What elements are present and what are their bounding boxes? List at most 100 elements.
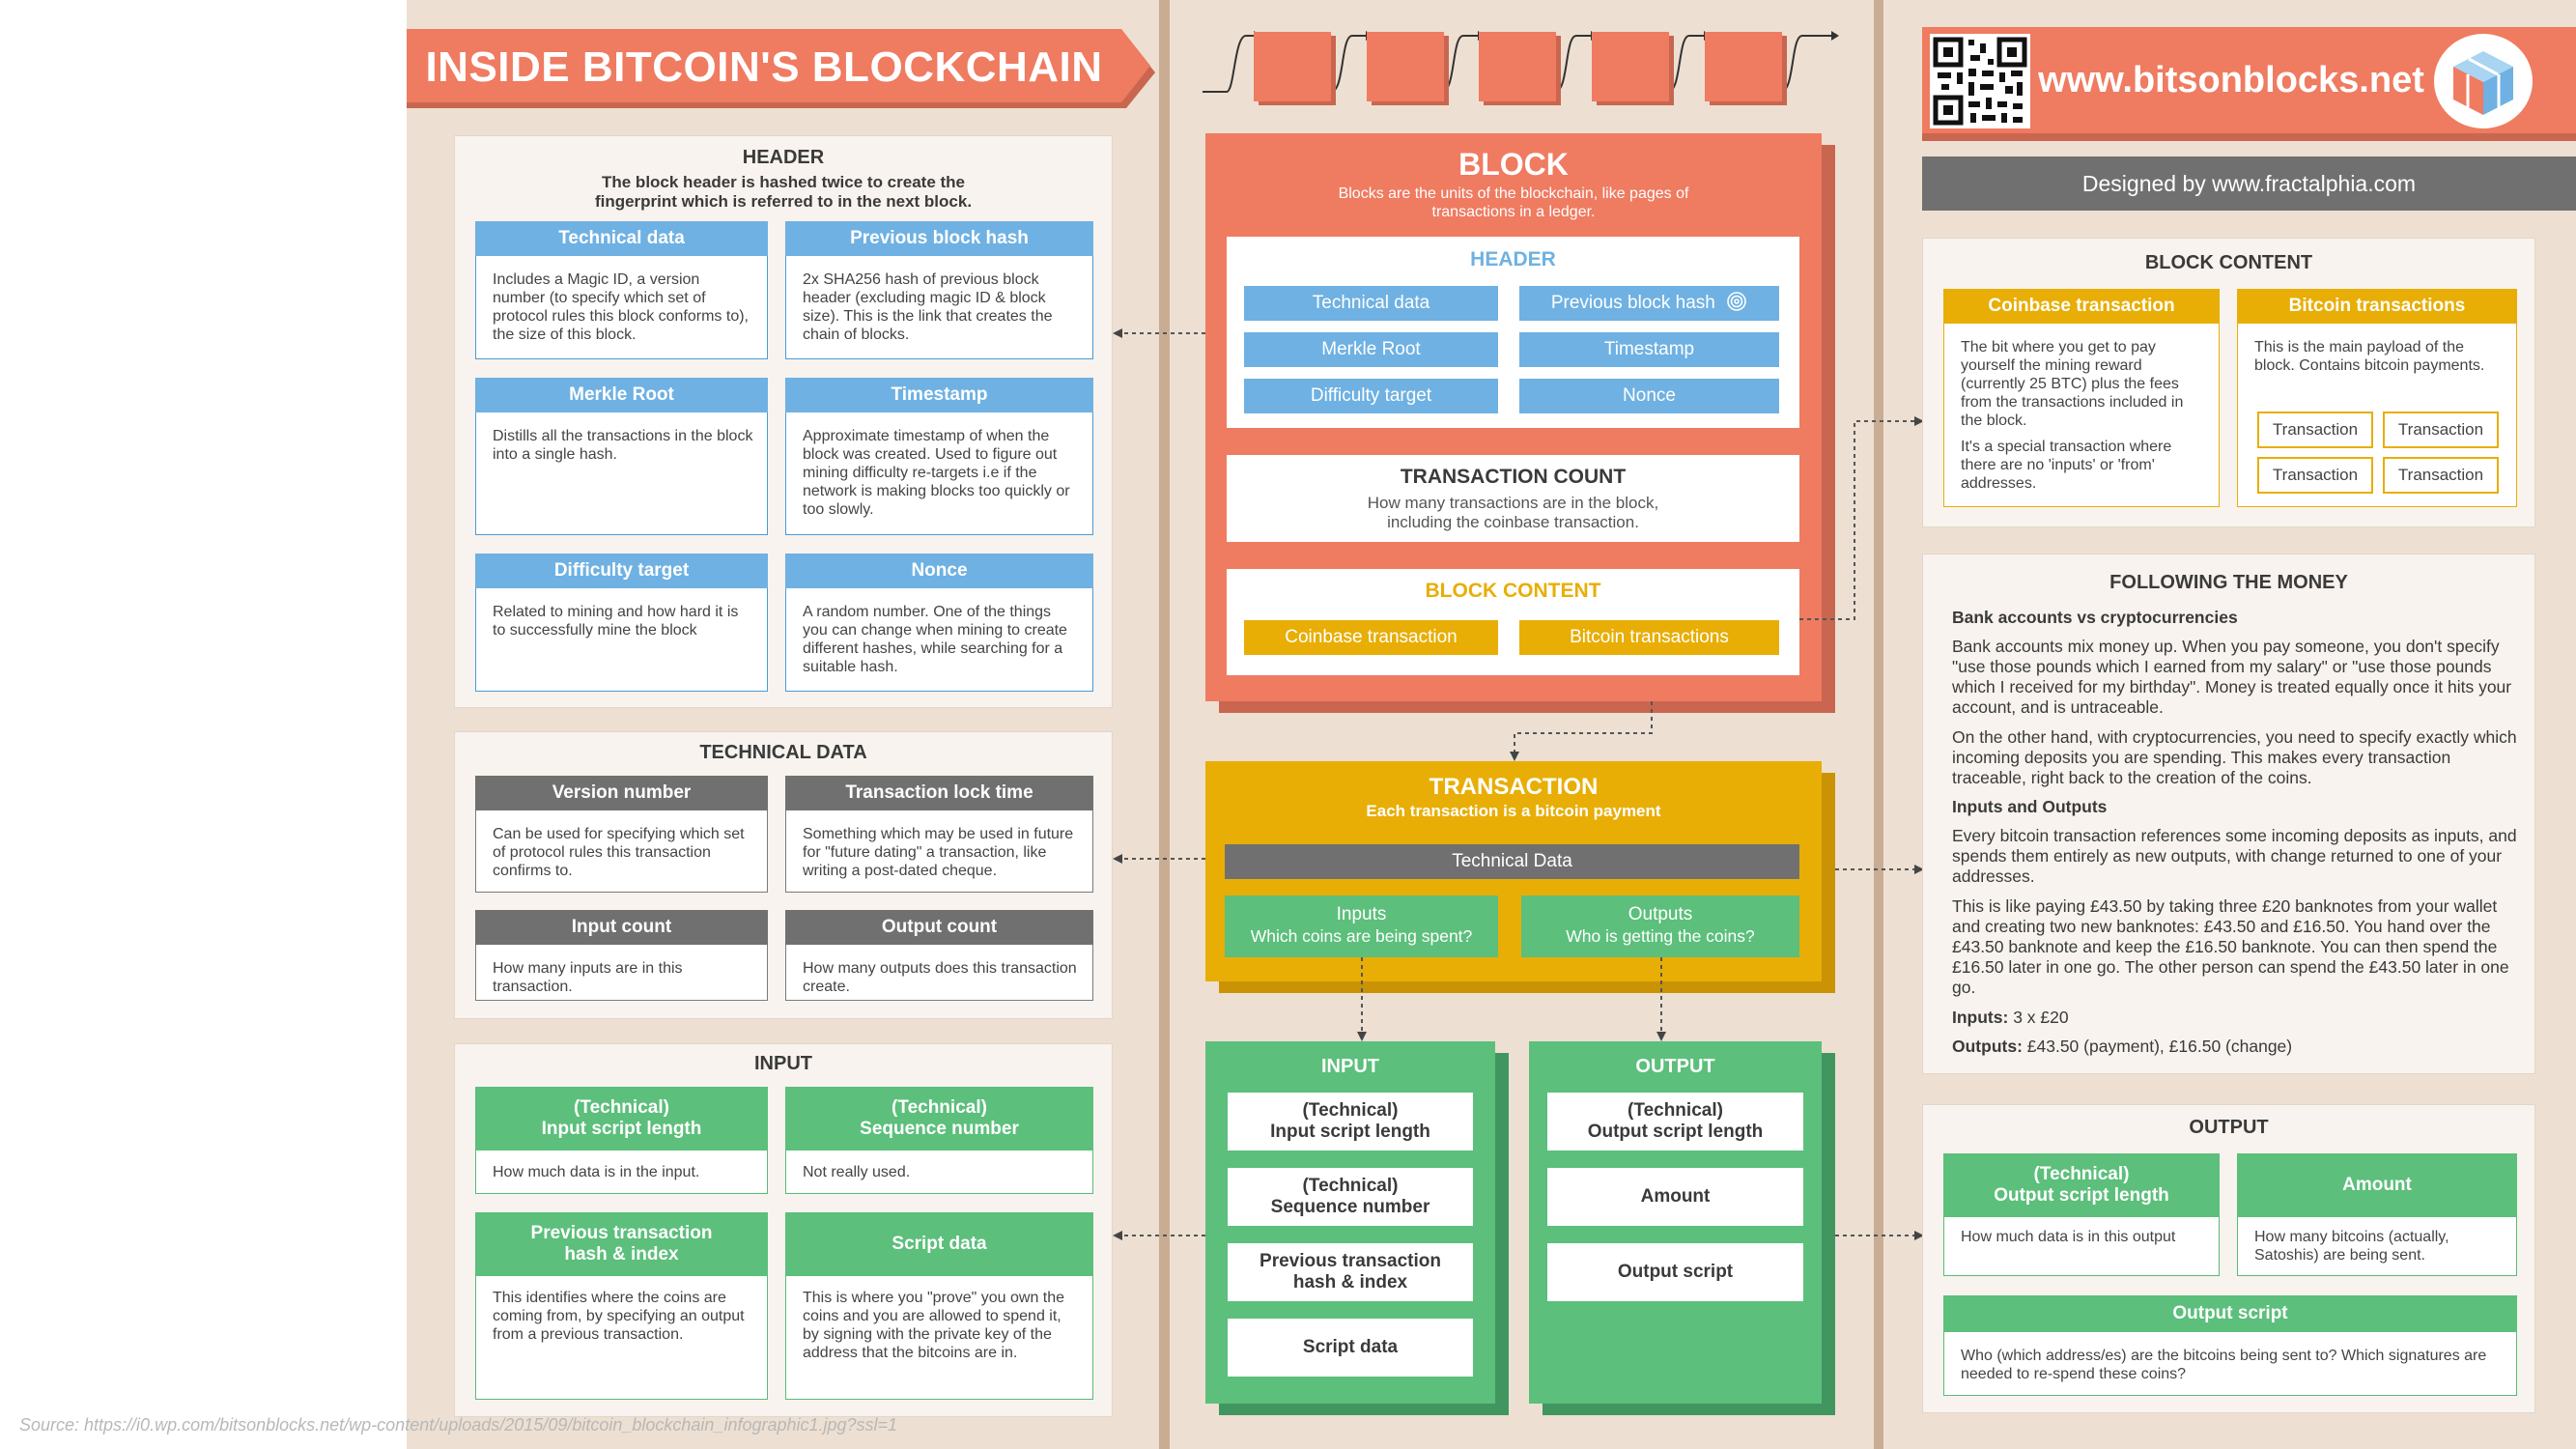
paragraph: Bank accounts mix money up. When you pay… <box>1952 637 2512 717</box>
input-item-sequence-number: (Technical)Sequence number <box>1228 1168 1473 1226</box>
item-line: Amount <box>1640 1186 1711 1207</box>
outputs-subtitle: Who is getting the coins? <box>1566 926 1755 946</box>
block-title: BLOCK <box>1458 147 1569 182</box>
output-item-output-script: Output script <box>1547 1243 1803 1301</box>
card-body: Not really used. <box>803 1164 911 1180</box>
inputs-subtitle: Which coins are being spent? <box>1250 926 1473 946</box>
card-title: Amount <box>2237 1153 2517 1217</box>
card-body: How much data is in the input. <box>493 1164 700 1180</box>
transaction-count-section: TRANSACTION COUNT How many transactions … <box>1227 455 1799 542</box>
transaction-technical-data: Technical Data <box>1225 844 1799 879</box>
header-panel: HEADER The block header is hashed twice … <box>454 135 1113 708</box>
title-line: Output script length <box>1994 1185 2169 1206</box>
item-line: (Technical) <box>1302 1100 1399 1121</box>
chip-coinbase-transaction: Coinbase transaction <box>1244 620 1498 655</box>
following-the-money-panel: FOLLOWING THE MONEY Bank accounts vs cry… <box>1922 554 2535 1074</box>
card-body: Something which may be used in future fo… <box>803 826 1074 879</box>
card-title: (Technical)Output script length <box>1943 1153 2220 1217</box>
subtitle-line: fingerprint which is referred to in the … <box>594 192 973 211</box>
paragraph: Every bitcoin transaction references som… <box>1952 826 2517 886</box>
subheading: Bank accounts vs cryptocurrencies <box>1952 608 2238 627</box>
title-line: (Technical) <box>2033 1164 2130 1184</box>
card-body: 2x SHA256 hash of previous block header … <box>803 271 1053 343</box>
subtitle-line: The block header is hashed twice to crea… <box>601 173 965 191</box>
card-title: Timestamp <box>785 378 1093 412</box>
subtitle-line: transactions in a ledger. <box>1431 204 1596 220</box>
inputs-value: 3 x £20 <box>2008 1008 2069 1027</box>
transaction-subtitle: Each transaction is a bitcoin payment <box>1366 802 1661 820</box>
title-line: (Technical) <box>574 1097 669 1118</box>
item-line: (Technical) <box>1628 1100 1723 1121</box>
block-content-section: BLOCK CONTENT Coinbase transaction Bitco… <box>1227 569 1799 675</box>
transaction-chip: Transaction <box>2257 457 2373 494</box>
output-box-title: OUTPUT <box>1635 1056 1715 1077</box>
inputs-label: Inputs: <box>1952 1008 2009 1027</box>
panel-title: OUTPUT <box>2189 1117 2269 1138</box>
chip-bitcoin-transactions: Bitcoin transactions <box>1519 620 1779 655</box>
body-paragraph: It's a special transaction where there a… <box>1961 439 2172 492</box>
paragraph: On the other hand, with cryptocurrencies… <box>1952 727 2517 787</box>
panel-title: BLOCK CONTENT <box>2144 252 2313 273</box>
inputs-line: Inputs: 3 x £20 <box>1952 1008 2517 1028</box>
item-line: Input script length <box>1270 1122 1430 1142</box>
subheading: Inputs and Outputs <box>1952 797 2108 816</box>
item-line: Previous transaction <box>1260 1251 1441 1271</box>
chip-nonce: Nonce <box>1519 379 1779 413</box>
title-line: Script data <box>892 1234 987 1254</box>
item-line: hash & index <box>1292 1272 1408 1293</box>
block-box: BLOCK Blocks are the units of the blockc… <box>1205 133 1822 701</box>
outputs-value: £43.50 (payment), £16.50 (change) <box>2022 1037 2293 1056</box>
transaction-outputs: Outputs Who is getting the coins? <box>1521 895 1799 957</box>
input-box: INPUT (Technical)Input script length (Te… <box>1205 1041 1495 1404</box>
card-title: Input count <box>475 910 768 945</box>
card-title: Technical data <box>475 221 768 256</box>
fingerprint-icon <box>1727 292 1746 311</box>
card-body: The bit where you get to pay yourself th… <box>1961 338 2205 493</box>
chip-difficulty-target: Difficulty target <box>1244 379 1498 413</box>
block-chain-graphic <box>1203 31 1839 105</box>
card-title: (Technical)Sequence number <box>785 1087 1093 1151</box>
card-body: Who (which address/es) are the bitcoins … <box>1961 1348 2487 1382</box>
card-title: Merkle Root <box>475 378 768 412</box>
card-body: How many inputs are in this transaction. <box>493 960 683 995</box>
card-body: How many outputs does this transaction c… <box>803 960 1077 995</box>
money-text: Bank accounts vs cryptocurrencies Bank a… <box>1952 608 2517 1057</box>
panel-title: FOLLOWING THE MONEY <box>2109 572 2348 593</box>
cube-logo-graphic <box>2453 51 2513 115</box>
section-body: How many transactions are in the block, … <box>1227 494 1799 532</box>
transaction-chip: Transaction <box>2383 457 2499 494</box>
body-paragraph: The bit where you get to pay yourself th… <box>1961 339 2184 429</box>
outputs-line: Outputs: £43.50 (payment), £16.50 (chang… <box>1952 1037 2517 1057</box>
inputs-title: Inputs <box>1336 904 1387 924</box>
section-title: TRANSACTION COUNT <box>1400 466 1627 488</box>
card-body: Includes a Magic ID, a version number (t… <box>493 271 749 343</box>
item-line: Output script <box>1617 1262 1734 1282</box>
cube-logo-icon <box>2434 34 2533 128</box>
title-line: Sequence number <box>860 1119 1019 1139</box>
title-line: Amount <box>2342 1175 2412 1195</box>
title-banner <box>407 29 1155 108</box>
paragraph: This is like paying £43.50 by taking thr… <box>1952 896 2509 997</box>
block-header-section: HEADER Technical data Previous block has… <box>1227 237 1799 428</box>
card-title: Version number <box>475 776 768 810</box>
transaction-title: TRANSACTION <box>1429 774 1599 800</box>
transaction-inputs: Inputs Which coins are being spent? <box>1225 895 1498 957</box>
input-box-title: INPUT <box>1321 1056 1379 1077</box>
transaction-chip: Transaction <box>2383 412 2499 448</box>
